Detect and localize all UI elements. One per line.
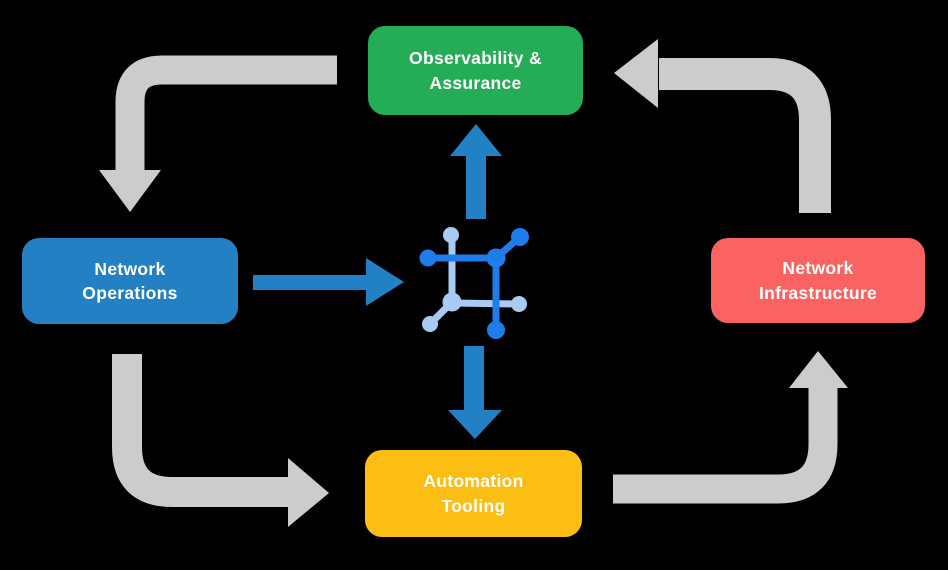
node-label-line: Infrastructure [759,282,877,303]
node-label-line: Network [94,258,166,279]
arrow-observability-to-operations [99,55,337,212]
arrow-infrastructure-to-observability [614,39,831,213]
network-mesh-icon [419,227,529,339]
node-automation-tooling: Automation Tooling [365,450,582,537]
node-label-line: Assurance [429,72,522,93]
node-label-line: Observability & [409,48,542,69]
arrow-right-head [366,258,404,306]
node-network-operations: Network Operations [22,238,238,324]
arrow-operations-to-center [253,258,404,306]
arrow-up-head [789,351,848,388]
node-label-line: Network [782,258,854,279]
arrow-up-head [450,124,502,156]
node-observability-assurance: Observability & Assurance [368,26,583,115]
node-network-infrastructure: Network Infrastructure [711,238,925,323]
arrow-right-head [288,458,329,527]
arrow-operations-to-automation [112,354,329,527]
node-label-line: Operations [82,283,178,303]
node-label-line: Tooling [441,495,506,516]
arrow-center-to-automation [448,346,502,439]
arrow-down-head [99,170,161,212]
arrow-left-head [614,39,658,108]
arrow-center-to-observability [450,124,502,219]
arrow-automation-to-infrastructure [613,351,848,504]
arrow-down-head [448,410,502,439]
node-label-line: Automation [423,471,524,492]
